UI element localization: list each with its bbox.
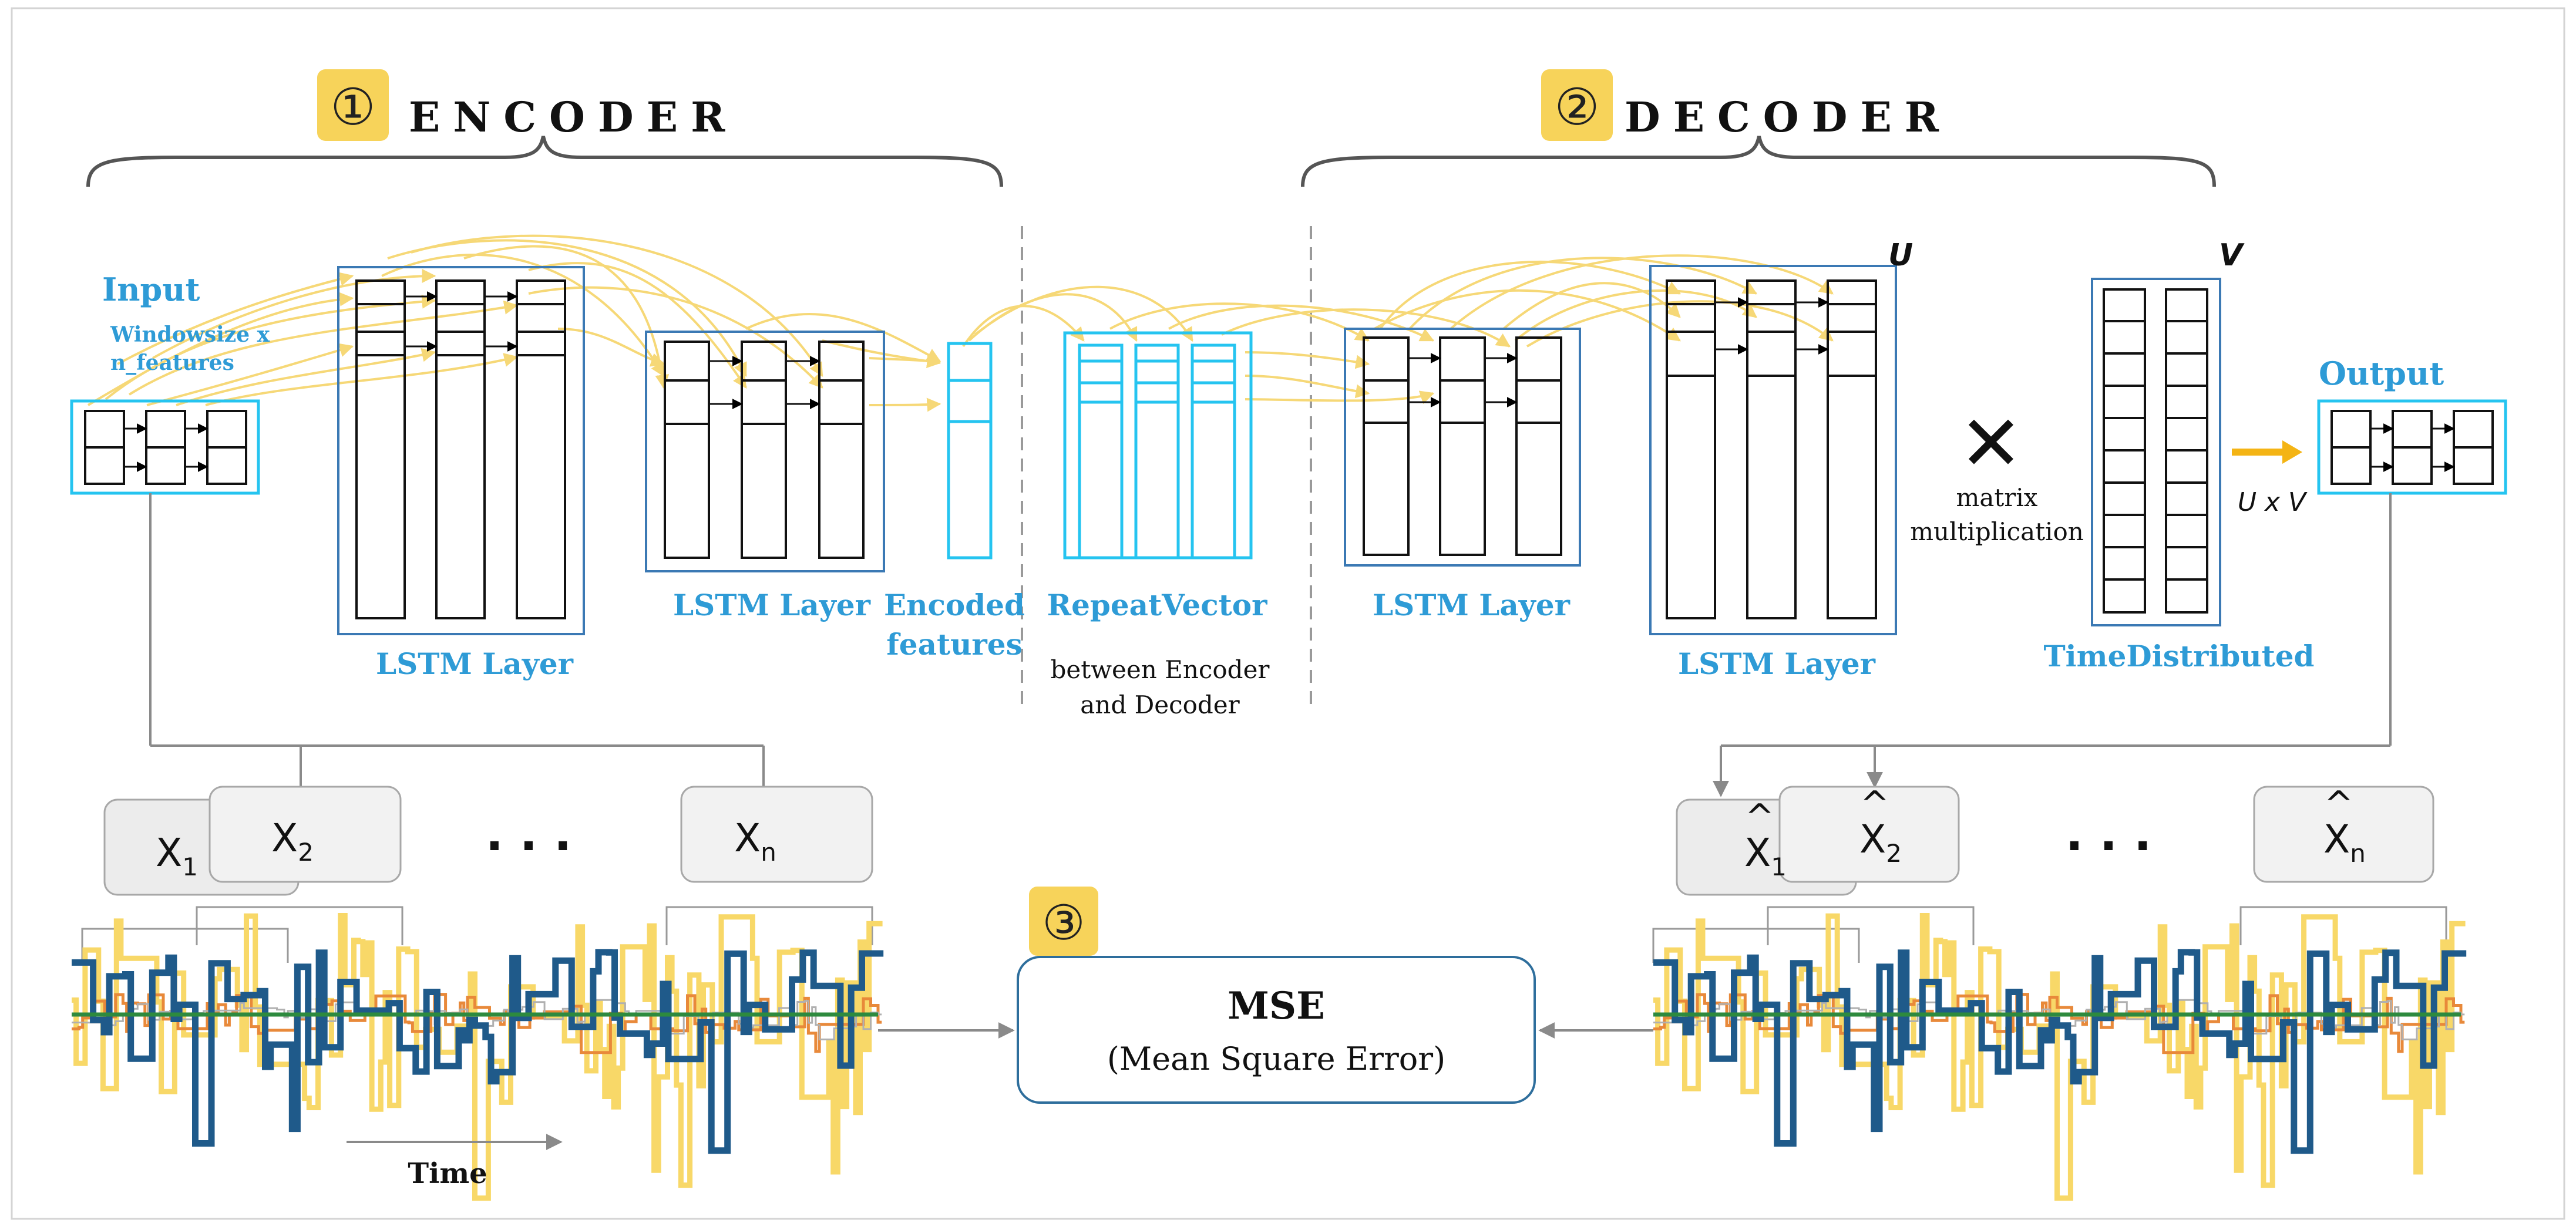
output-frame [2317, 399, 2507, 495]
xhat1-label: X1 [1744, 830, 1787, 881]
time-distributed: V TimeDistributed [2043, 238, 2314, 673]
time-label: Time [408, 1157, 487, 1190]
mse-number: ③ [1042, 895, 1085, 951]
encoder-lstm-2-label: LSTM Layer [673, 588, 871, 622]
encoder-header: ① ENCODER [86, 69, 1003, 187]
mse-title: MSE [1228, 984, 1325, 1028]
xhatn-hat: ^ [2324, 784, 2353, 825]
output-arrow: U x V [2232, 440, 2308, 517]
mse-badge [1029, 887, 1098, 956]
matrix-multiplication: ✕ matrix multiplication [1910, 399, 2084, 546]
input-frame [70, 399, 260, 495]
repeat-vector: RepeatVector between Encoder and Decoder [1047, 331, 1270, 719]
u-label: U [1888, 238, 1913, 273]
output-variables: ^ X1 ^ X2 ^ Xn . . . [1676, 784, 2434, 896]
xn-box [680, 786, 873, 883]
xhat2-label: X2 [1859, 817, 1902, 868]
encoder-lstm-layer-1: LSTM Layer [337, 266, 585, 681]
encoder-lstm-1-label: LSTM Layer [376, 646, 574, 681]
decoder-badge [1541, 69, 1613, 141]
decoder-lstm-2-label: LSTM Layer [1678, 646, 1876, 681]
decoder-title: DECODER [1625, 93, 1952, 141]
x2-label: X2 [271, 815, 314, 867]
xhatn-box [2253, 786, 2434, 883]
xhat2-box [1778, 786, 1960, 883]
encoder-number: ① [330, 78, 375, 137]
input-series-yellow [72, 913, 883, 1201]
output-time-series [1653, 913, 2467, 1201]
encoder-brace [86, 136, 1003, 187]
output-series-yellow [1653, 913, 2466, 1201]
xhat1-hat: ^ [1745, 797, 1774, 838]
input-tree [149, 493, 765, 790]
repeat-note-2: and Decoder [1080, 690, 1240, 719]
mse-box [1017, 956, 1536, 1104]
encoder-lstm-layer-2: LSTM Layer [645, 331, 885, 622]
output-label: Output [2319, 355, 2444, 392]
decoder-header: ② DECODER [1301, 69, 2216, 187]
encoder-title: ENCODER [409, 93, 738, 141]
input-time-series [72, 913, 884, 1201]
output-block: Output [2317, 355, 2507, 495]
decoder-lstm-2-frame [1649, 265, 1897, 635]
mse-step: ③ MSE (Mean Square Error) [878, 887, 1653, 1104]
decoder-number: ② [1554, 78, 1599, 137]
repeat-vector-label: RepeatVector [1047, 588, 1268, 622]
input-variables: X1 X2 Xn . . . [103, 786, 873, 896]
x2-box [208, 786, 402, 883]
xhat2-hat: ^ [1860, 784, 1889, 825]
output-tree [1713, 493, 2392, 797]
times-icon: ✕ [1959, 399, 2023, 488]
input-sublabel-1: Windowsize x [110, 322, 270, 347]
connection-arrows [87, 234, 1834, 412]
input-block: Input Windowsize x n_features [70, 271, 270, 495]
decoder-lstm-1-label: LSTM Layer [1373, 588, 1571, 622]
decoder-lstm-layer-1: LSTM Layer [1344, 328, 1581, 622]
encoded-features: Encoded features [884, 342, 1025, 662]
encoded-label-2: features [886, 627, 1022, 662]
x1-label: X1 [156, 830, 198, 881]
time-distributed-label: TimeDistributed [2043, 639, 2314, 673]
input-series-navy [72, 949, 884, 1154]
output-window-brackets [1652, 906, 2447, 963]
time-distributed-frame [2091, 278, 2221, 626]
v-label: V [2219, 238, 2245, 273]
uxv-label: U x V [2238, 487, 2308, 517]
repeat-note-1: between Encoder [1050, 655, 1270, 684]
time-axis: Time [347, 1134, 563, 1190]
decoder-lstm-1-frame [1344, 328, 1581, 567]
input-sublabel-2: n_features [110, 351, 234, 375]
encoder-badge [317, 69, 389, 141]
xhatn-label: Xn [2323, 817, 2366, 868]
encoder-lstm-1-frame [337, 266, 585, 635]
mse-subtitle: (Mean Square Error) [1107, 1040, 1445, 1077]
input-label: Input [102, 271, 200, 308]
repeat-vector-frame [1063, 331, 1253, 560]
output-ellipsis: . . . [2066, 807, 2152, 861]
output-series-navy [1653, 949, 2467, 1154]
input-ellipsis: . . . [486, 807, 572, 861]
encoded-label-1: Encoded [884, 588, 1025, 622]
encoder-lstm-2-frame [645, 331, 885, 572]
decoder-lstm-layer-2: U LSTM Layer [1649, 238, 1913, 681]
matrix-label-1: matrix [1956, 483, 2038, 512]
decoder-brace [1301, 136, 2216, 187]
xn-label: Xn [734, 815, 776, 867]
matrix-label-2: multiplication [1910, 517, 2084, 546]
